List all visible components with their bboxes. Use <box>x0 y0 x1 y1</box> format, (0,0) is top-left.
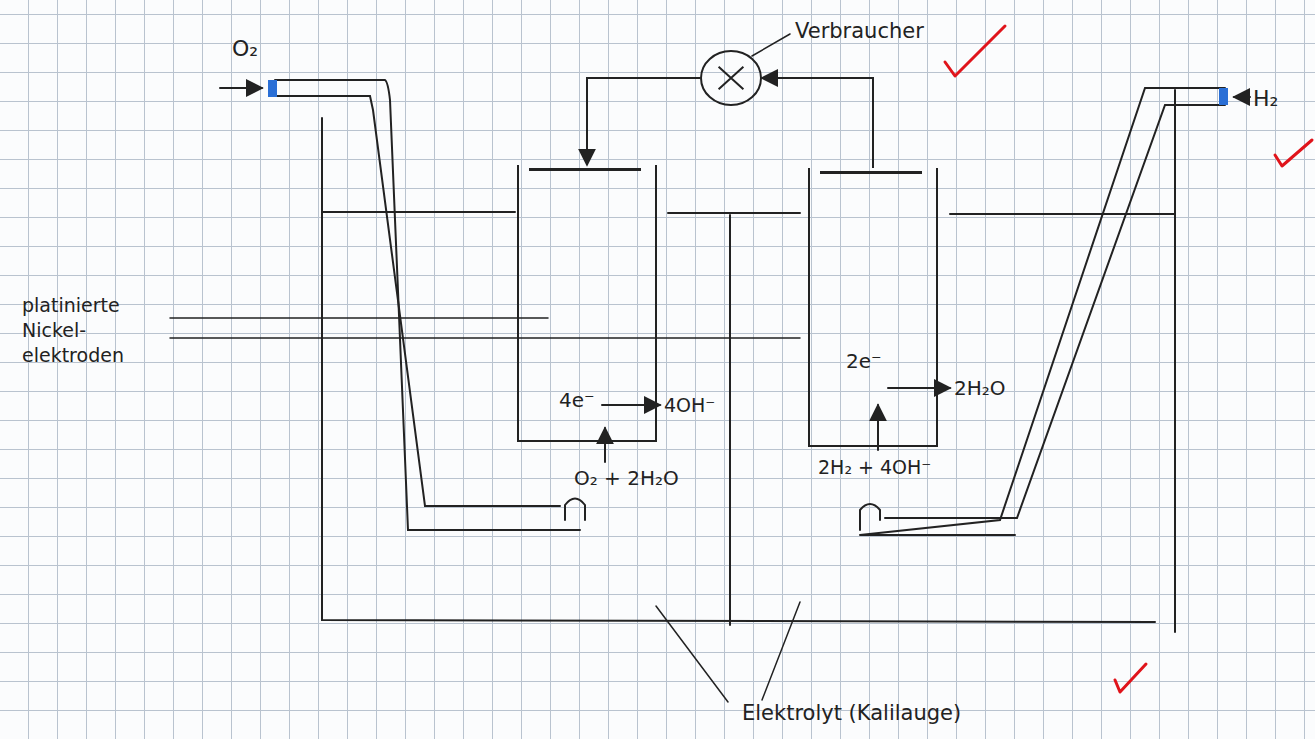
check-mark <box>945 26 1005 76</box>
tube-valve <box>1219 88 1228 105</box>
label: 2H₂O <box>954 375 1006 401</box>
divider <box>729 215 731 625</box>
reaction-arrow <box>888 387 950 389</box>
liquid-level <box>322 212 1175 214</box>
vessel-wall <box>322 118 1155 622</box>
electrode-plate <box>529 168 641 171</box>
wire <box>762 78 873 168</box>
leader-line <box>170 318 800 338</box>
node-text: 4e⁻ <box>559 387 595 413</box>
node-text: 2e⁻ <box>846 348 882 374</box>
electrode-plate <box>820 171 922 174</box>
label: 2H₂ + 4OH⁻ <box>818 455 931 480</box>
reaction-arrow <box>877 405 879 450</box>
electrode: 2e⁻ <box>808 168 938 447</box>
check-mark <box>1275 140 1312 166</box>
label: O₂ <box>232 34 258 63</box>
node-text: Verbraucher <box>795 18 924 45</box>
leader-line <box>752 34 790 56</box>
reaction-arrow <box>602 404 660 406</box>
h2-tube <box>885 105 1225 518</box>
lamp-symbol <box>700 50 762 106</box>
gas-outlet <box>565 499 585 521</box>
o2-tube <box>275 80 580 530</box>
gas-arrow <box>1234 96 1250 98</box>
tube-valve <box>268 80 277 97</box>
reaction-arrow <box>604 428 606 462</box>
wire <box>587 78 700 165</box>
label: platinierte Nickel- elektroden <box>22 293 157 368</box>
consumer-symbol: Verbraucher <box>700 50 762 106</box>
label: 4OH⁻ <box>664 393 715 418</box>
label: O₂ + 2H₂O <box>574 465 679 491</box>
electrode: 4e⁻ <box>517 165 657 442</box>
gas-outlet <box>860 504 880 530</box>
vessel-wall <box>1174 90 1176 632</box>
leader-line <box>656 602 800 702</box>
check-mark <box>1115 664 1146 692</box>
gas-arrow <box>220 87 262 89</box>
label: H₂ <box>1253 84 1278 113</box>
label: Elektrolyt (Kalilauge) <box>742 700 961 727</box>
